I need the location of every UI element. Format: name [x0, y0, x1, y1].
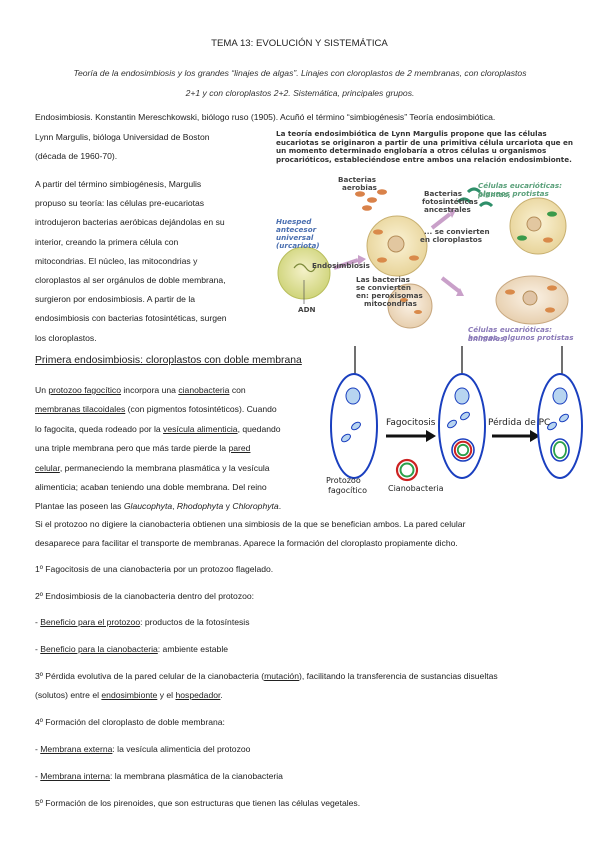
label-protozoo: Protozoo: [326, 476, 361, 485]
margulis-line: mitocondrias. El núcleo, las mitocondria…: [35, 255, 198, 266]
step-2-benefit-protozoo: - Beneficio para el protozoo: productos …: [35, 617, 250, 627]
margulis-line: introdujeron bacterias aeróbicas dejándo…: [35, 217, 225, 228]
label-ancestrales: ancestrales: [424, 205, 471, 214]
step-2: 2º Endosimbiosis de la cianobacteria den…: [35, 591, 255, 601]
page-title: TEMA 13: EVOLUCIÓN Y SISTEMÁTICA: [211, 38, 388, 49]
label-celulas-plantas: Células eucarióticas: plantas,: [478, 181, 563, 199]
protozoo-line: lo fagocita, queda rodeado por la vesícu…: [35, 423, 281, 434]
label-cianobacteria: Cianobacteria: [388, 484, 444, 493]
margulis-line: cloroplastos al ser orgánulos de doble m…: [35, 275, 226, 286]
label-fagocitico: fagocítico: [328, 486, 367, 495]
protozoo-line: alimenticia; acaban teniendo una doble m…: [35, 482, 267, 493]
margulis-line: propuso su teoría: las células pre-eucar…: [35, 198, 205, 209]
subtitle-line-2: 2+1 y con cloroplastos 2+2. Sistemática,…: [185, 88, 415, 98]
simbiosis-line-1: Si el protozoo no digiere la cianobacter…: [35, 519, 466, 529]
subtitle-line-1: Teoría de la endosimbiosis y los grandes…: [73, 68, 527, 78]
protozoo-line: Plantae las poseen las Glaucophyta, Rhod…: [35, 501, 282, 512]
endosymbiosis-illustration: [277, 187, 569, 329]
label-huesped: Huesped: [276, 217, 312, 226]
label-bacterias: Bacterias: [338, 175, 377, 184]
label-fotosinteticas: fotosintéticas: [422, 197, 478, 206]
intro-line-2: Lynn Margulis, bióloga Universidad de Bo…: [35, 132, 210, 142]
label-aerobias: aerobias: [342, 183, 377, 192]
step-5: 5º Formación de los pirenoides, que son …: [35, 798, 361, 808]
margulis-line: interior, creando la primera célula con: [35, 236, 179, 247]
intro-line-3: (década de 1960-70).: [35, 151, 118, 161]
label-adn: ADN: [298, 305, 316, 314]
label-en-cloroplastos: en cloroplastos: [420, 235, 483, 244]
step-4: 4º Formación del cloroplasto de doble me…: [35, 717, 225, 727]
margulis-line: surgieron por endosimbiosis. A partir de…: [35, 294, 196, 305]
label-perdida-pc: Pérdida de PC: [488, 418, 551, 428]
step-3-line-1: 3º Pérdida evolutiva de la pared celular…: [35, 671, 498, 681]
simbiosis-line-2: desaparece para facilitar el transporte …: [35, 538, 458, 548]
protozoo-line: Un protozoo fagocítico incorpora una cia…: [35, 385, 246, 395]
protozoo-line: membranas tilacoidales (con pigmentos fo…: [35, 404, 277, 415]
step-3-line-2: (solutos) entre el endosimbionte y el ho…: [35, 690, 223, 700]
figure-phagocytosis: Fagocitosis Pérdida de PC Protozoo fagoc…: [322, 340, 584, 515]
protozoo-paragraph: Un protozoo fagocítico incorpora una cia…: [35, 381, 281, 517]
label-hongos-protistas: hongos, algunos protistas: [468, 333, 574, 342]
margulis-line: endosimbiosis con bacterias fotosintétic…: [35, 313, 227, 324]
figure-endosymbiotic-theory: La teoría endosimbiótica de Lynn Marguli…: [272, 128, 584, 348]
figure-caption: La teoría endosimbiótica de Lynn Marguli…: [276, 129, 574, 164]
step-4-membrana-interna: - Membrana interna: la membrana plasmáti…: [35, 771, 283, 781]
section-heading: Primera endosimbiosis: cloroplastos con …: [35, 355, 302, 366]
step-4-membrana-externa: - Membrana externa: la vesícula alimenti…: [35, 744, 251, 754]
label-se-convierten-2: se convierten: [356, 283, 411, 292]
intro-line-1: Endosimbiosis. Konstantin Mereschkowski,…: [35, 112, 496, 122]
step-1: 1º Fagocitosis de una cianobacteria por …: [35, 564, 274, 574]
protozoo-line: celular, permaneciendo la membrana plasm…: [35, 462, 270, 473]
label-algunos-protistas: algunos protistas: [478, 189, 549, 198]
label-peroxisomas: en: peroxisomas: [356, 291, 423, 300]
label-fagocitosis: Fagocitosis: [386, 418, 436, 428]
label-se-convierten: ... se convierten: [424, 227, 490, 236]
label-endosimbiosis: Endosimbiosis: [312, 261, 370, 270]
label-mitocondrias: mitocondrias: [364, 299, 417, 308]
margulis-line: los cloroplastos.: [35, 332, 97, 343]
phagocytosis-illustration: [330, 346, 583, 482]
label-urcariota: (urcariota): [276, 241, 320, 250]
protozoo-line: una triple membrana pero que más tarde p…: [35, 443, 251, 454]
label-bacterias-foto: Bacterias: [424, 189, 463, 198]
margulis-paragraph: A partir del término simbiogénesis, Marg…: [35, 175, 227, 348]
label-antecesor: antecesor: [276, 225, 317, 234]
label-universal: universal: [276, 233, 314, 242]
label-las-bacterias: Las bacterias: [356, 275, 410, 284]
margulis-line: A partir del término simbiogénesis, Marg…: [35, 179, 202, 189]
label-celulas-animales: Células eucarióticas: animales,: [468, 325, 553, 343]
step-2-benefit-cianobacteria: - Beneficio para la cianobacteria: ambie…: [35, 644, 229, 654]
